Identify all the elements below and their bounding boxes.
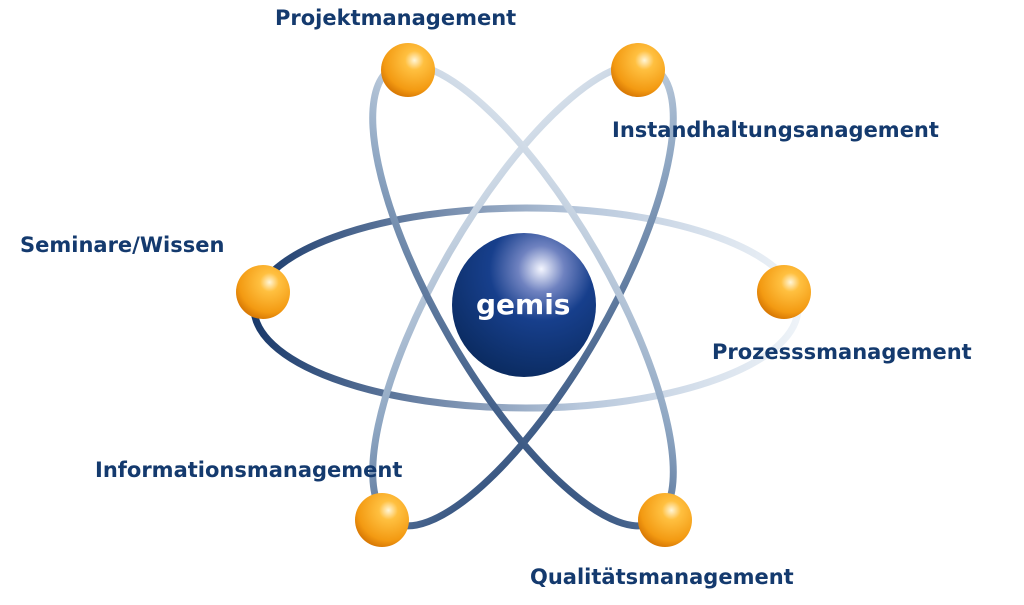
label-prozess: Prozesssmanagement (712, 340, 972, 364)
label-instandhaltung: Instandhaltungsanagement (612, 118, 939, 142)
ball-instandhaltung (611, 43, 665, 97)
label-qualitaet: Qualitätsmanagement (530, 565, 794, 589)
ball-qualitaet (638, 493, 692, 547)
core-sphere (452, 233, 596, 377)
ball-projektmanagement (381, 43, 435, 97)
ball-prozess (757, 265, 811, 319)
core-label: gemis (476, 288, 571, 321)
label-seminare: Seminare/Wissen (20, 233, 225, 257)
label-projektmanagement: Projektmanagement (275, 6, 517, 30)
ball-seminare (236, 265, 290, 319)
ball-informations (355, 493, 409, 547)
label-informations: Informationsmanagement (95, 458, 403, 482)
